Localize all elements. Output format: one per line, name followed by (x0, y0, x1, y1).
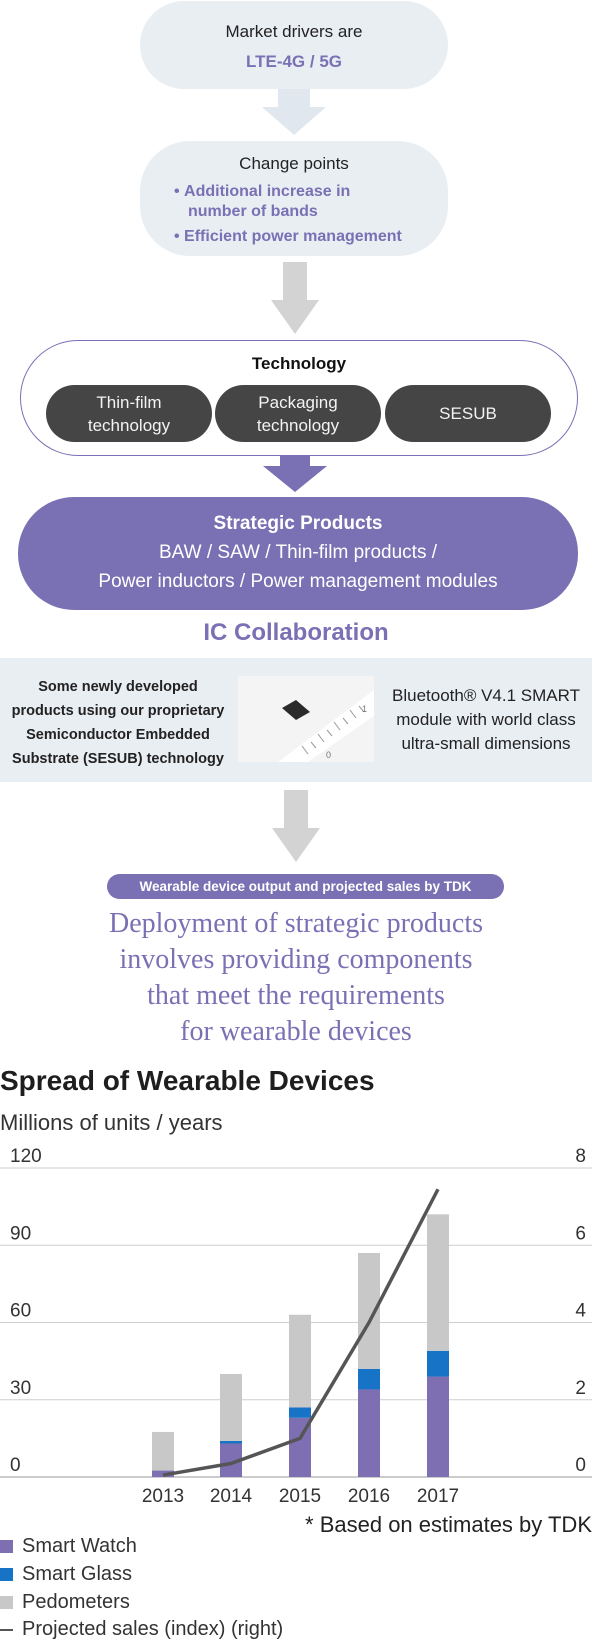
y-tick-label: 120 (10, 1146, 42, 1167)
chart-note: * Based on estimates by TDK (305, 1512, 592, 1537)
bar-smart-watch (220, 1443, 242, 1477)
bullet-icon: • (174, 228, 185, 245)
bar-smart-watch (358, 1389, 380, 1477)
legend-smart-watch: Smart Watch (0, 1535, 137, 1558)
wearable-chart: 0 0 30 2 60 4 90 6 120 8 2013 2014 2015 2016 2017 (0, 1146, 592, 1507)
x-tick-label: 2017 (417, 1486, 459, 1507)
bluetooth-module-description: Bluetooth® V4.1 SMART module with world … (392, 686, 580, 753)
legend-pedometers: Pedometers (0, 1591, 130, 1614)
arrow-down-icon (272, 790, 320, 862)
sesub-chip (282, 700, 310, 720)
bar-smart-watch (289, 1417, 311, 1477)
y2-tick-label: 0 (575, 1455, 586, 1476)
technology-title: Technology (251, 354, 347, 373)
x-tick-label: 2013 (142, 1486, 184, 1507)
arrow-down-icon (271, 262, 319, 334)
y-tick-label: 0 (10, 1455, 21, 1476)
sesub-description: Some newly developed products using our … (11, 679, 225, 767)
bar-pedometers (289, 1314, 311, 1408)
market-drivers-value: LTE-4G / 5G (245, 52, 343, 71)
change-bullet-2: • Efficient power management (174, 228, 402, 245)
y2-tick-label: 4 (575, 1301, 586, 1322)
bar-pedometers (427, 1214, 449, 1351)
tech-sesub: SESUB (385, 385, 551, 442)
bar-smart-glass (358, 1368, 380, 1390)
bar-smart-glass (289, 1407, 311, 1418)
bar-smart-glass (427, 1350, 449, 1377)
bullet-icon: • (174, 183, 185, 200)
sesub-module-photo: 0 1 (238, 676, 374, 762)
y-tick-label: 30 (10, 1378, 31, 1399)
market-drivers-box (140, 1, 448, 89)
chart-y-axis-label: Millions of units / years (0, 1110, 223, 1135)
market-drivers-label: Market drivers are (225, 22, 363, 41)
legend-swatch-pedometers (0, 1596, 13, 1609)
x-tick-label: 2014 (210, 1486, 253, 1507)
strategic-products-line2: Power inductors / Power management modul… (98, 571, 498, 592)
arrow-down-icon (263, 456, 327, 492)
bar-smart-watch (427, 1376, 449, 1477)
change-points-box (140, 141, 448, 256)
bar-pedometers (358, 1252, 380, 1369)
wearable-sales-badge: Wearable device output and projected sal… (107, 874, 504, 899)
bar-pedometers (152, 1431, 174, 1471)
strategic-products-box (18, 497, 578, 610)
y-tick-label: 90 (10, 1223, 31, 1244)
bar-smart-glass (220, 1440, 242, 1444)
change-points-title: Change points (239, 154, 349, 173)
strategic-products-line1: BAW / SAW / Thin-film products / (158, 542, 438, 563)
y-tick-label: 60 (10, 1301, 31, 1322)
y2-tick-label: 8 (575, 1146, 586, 1167)
legend-swatch-smart-watch (0, 1540, 13, 1553)
ic-collaboration-heading: IC Collaboration (203, 619, 389, 646)
legend-projected-sales: Projected sales (index) (right) (0, 1618, 283, 1641)
y2-tick-label: 2 (575, 1378, 586, 1399)
legend-swatch-smart-glass (0, 1568, 13, 1581)
x-tick-label: 2015 (279, 1486, 321, 1507)
chart-title: Spread of Wearable Devices (0, 1065, 375, 1096)
strategic-products-title: Strategic Products (213, 513, 383, 534)
line-projected-sales (162, 1188, 440, 1477)
ruler-label-zero: 0 (326, 750, 331, 760)
legend-line-projected-sales (0, 1628, 13, 1631)
arrow-down-icon (262, 89, 326, 135)
x-tick-label: 2016 (348, 1486, 390, 1507)
deployment-statement: Deployment of strategic products involve… (108, 908, 483, 1047)
change-bullet-1: • Additional increase in number of bands (174, 183, 351, 220)
legend-smart-glass: Smart Glass (0, 1563, 132, 1586)
technology-frame (20, 340, 578, 456)
bar-pedometers (220, 1374, 242, 1441)
y2-tick-label: 6 (575, 1223, 586, 1244)
ruler-label-one: 1 (362, 704, 367, 714)
